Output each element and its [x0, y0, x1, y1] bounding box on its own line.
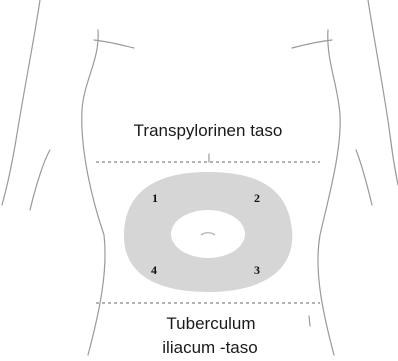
left-arm-outline — [2, 0, 40, 205]
lower-plane-label-line1: Tuberculum — [166, 314, 255, 333]
right-hip-mark — [309, 316, 310, 326]
right-torso-outline — [318, 30, 340, 355]
right-arm-outline — [368, 0, 398, 185]
quadrant-number-2: 2 — [254, 191, 260, 205]
right-arm-inner-outline — [356, 150, 372, 205]
lower-plane-label-line2: iliacum -taso — [162, 338, 257, 357]
quadrant-number-4: 4 — [151, 263, 157, 277]
upper-plane-label: Transpylorinen taso — [134, 121, 283, 140]
navel-area — [171, 210, 245, 258]
left-chest-line — [94, 40, 134, 48]
left-torso-outline — [82, 30, 105, 355]
left-arm-inner-outline — [30, 150, 50, 210]
quadrant-number-3: 3 — [254, 263, 260, 277]
right-chest-line — [292, 40, 332, 48]
quadrant-number-1: 1 — [152, 191, 158, 205]
